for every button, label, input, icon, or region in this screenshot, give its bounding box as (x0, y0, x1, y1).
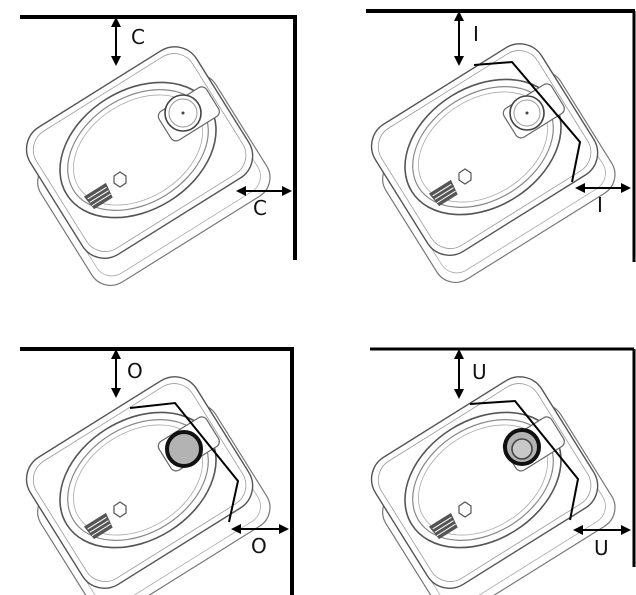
vertical-clearance-label: I (473, 22, 479, 46)
appliance-top-view (360, 33, 625, 292)
exhaust-port-icon (509, 95, 545, 131)
horizontal-clearance-label: U (594, 536, 609, 560)
horizontal-clearance-arrow (236, 186, 292, 196)
horizontal-clearance-label: I (597, 193, 603, 217)
vent-disc-icon (165, 430, 203, 468)
wall-corner (20, 347, 294, 595)
appliance-top-view (15, 366, 280, 595)
panel-u: U U (360, 347, 636, 595)
bracket-outline (473, 60, 582, 183)
vertical-clearance-label: U (472, 360, 487, 384)
bracket-outline (129, 401, 240, 523)
panel-o: O O (15, 347, 294, 595)
exhaust-port-icon (164, 94, 202, 132)
vertical-clearance-label: C (131, 25, 145, 49)
panel-i: I I (360, 9, 636, 292)
vertical-clearance-arrow (111, 349, 121, 398)
horizontal-clearance-arrow (231, 524, 289, 534)
appliance-top-view (15, 36, 280, 295)
panel-c: C C (15, 15, 297, 295)
vertical-clearance-arrow (454, 349, 464, 399)
horizontal-clearance-label: C (253, 196, 267, 220)
vertical-clearance-label: O (127, 359, 143, 383)
horizontal-clearance-arrow (573, 525, 631, 535)
horizontal-clearance-arrow (575, 183, 631, 193)
bracket-outline (469, 399, 580, 521)
vent-ring-icon (503, 428, 541, 466)
wall-corner (20, 15, 297, 260)
horizontal-clearance-label: O (251, 534, 267, 558)
appliance-top-view (360, 366, 625, 595)
vertical-clearance-arrow (111, 17, 121, 66)
vertical-clearance-arrow (454, 11, 464, 66)
